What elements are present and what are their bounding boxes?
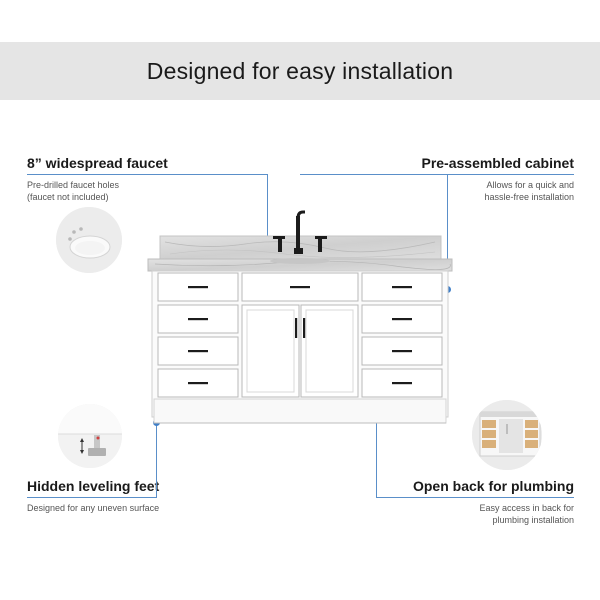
cabinet-feature-title: Pre-assembled cabinet bbox=[421, 155, 574, 171]
faucet-callout-line-h bbox=[27, 174, 267, 175]
faucet-feature-desc-2: (faucet not included) bbox=[27, 192, 109, 202]
faucet-callout-line-v bbox=[267, 174, 268, 251]
feet-feature-title: Hidden leveling feet bbox=[27, 478, 160, 494]
cabinet-feature-desc-1: Allows for a quick and bbox=[486, 180, 574, 190]
plumbing-callout-line-v bbox=[376, 385, 377, 497]
vanity-illustration bbox=[145, 206, 455, 430]
open-back-detail-image bbox=[472, 400, 542, 470]
page-title: Designed for easy installation bbox=[146, 58, 454, 84]
faucet-feature-title: 8” widespread faucet bbox=[27, 155, 168, 171]
plumbing-feature-desc-2: plumbing installation bbox=[492, 515, 574, 525]
plumbing-callout-line-h bbox=[376, 497, 574, 498]
cabinet-feature-desc-2: hassle-free installation bbox=[484, 192, 574, 202]
sink-detail-image bbox=[56, 207, 122, 273]
feet-feature-desc-1: Designed for any uneven surface bbox=[27, 503, 160, 513]
header-banner bbox=[0, 42, 600, 100]
plumbing-feature-title: Open back for plumbing bbox=[412, 478, 574, 494]
cabinet-callout-line-v bbox=[447, 174, 448, 289]
plumbing-feature-desc-1: Easy access in back for bbox=[479, 503, 574, 513]
leveling-foot-detail-image bbox=[58, 404, 122, 468]
feet-callout-line-h bbox=[27, 497, 157, 498]
faucet-feature-desc-1: Pre-drilled faucet holes bbox=[27, 180, 120, 190]
cabinet-callout-line-h bbox=[300, 174, 574, 175]
feet-callout-line-v bbox=[156, 423, 157, 498]
